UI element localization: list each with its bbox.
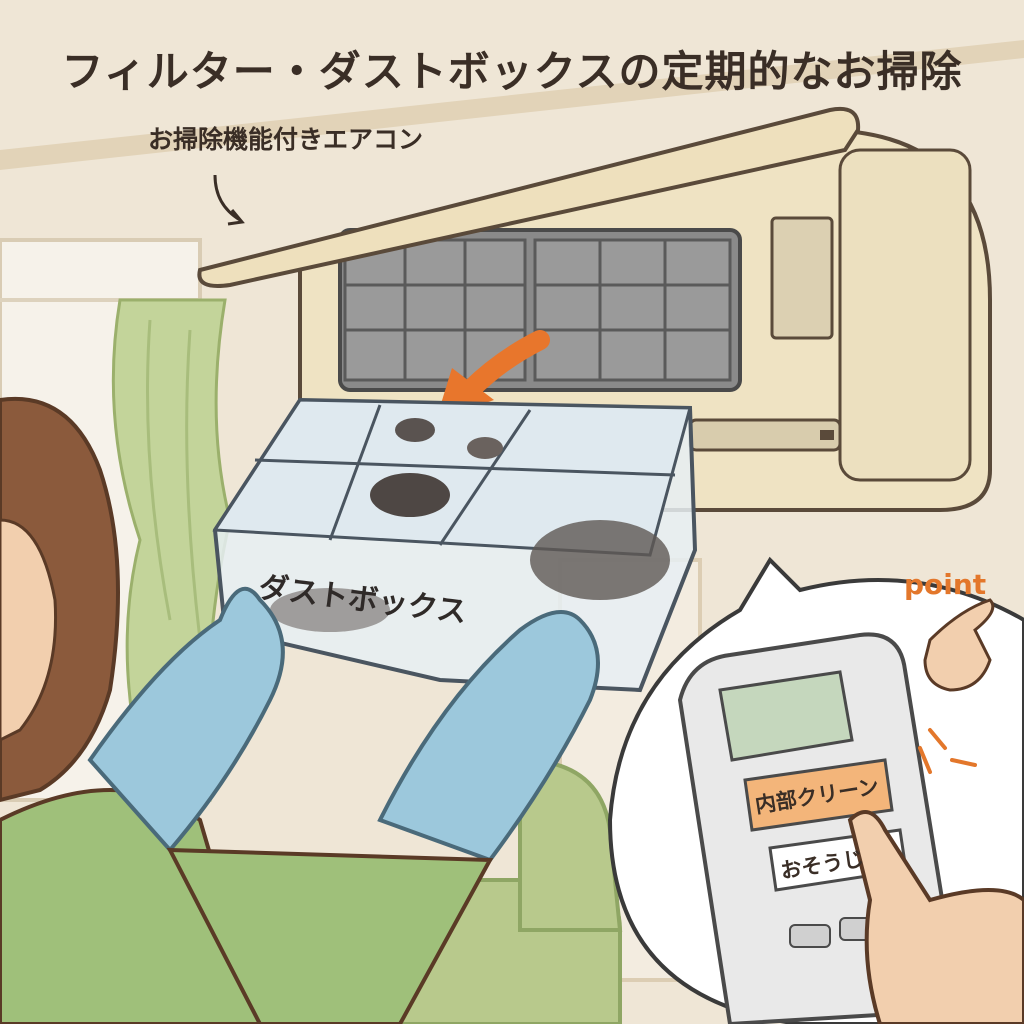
person xyxy=(0,396,263,1024)
pointing-hand-icon xyxy=(923,598,995,692)
ac-label: お掃除機能付きエアコン xyxy=(148,125,424,154)
remote-screen xyxy=(718,670,854,762)
gloves xyxy=(87,586,600,1024)
page-title: フィルター・ダストボックスの定期的なお掃除 xyxy=(61,47,963,96)
point-label: point xyxy=(904,568,987,601)
filter-grill xyxy=(338,228,742,392)
ac-front-lid xyxy=(197,107,861,288)
ceiling-molding xyxy=(0,40,1024,170)
callout-arrow-icon xyxy=(213,174,241,222)
remote-button-inner-clean xyxy=(743,758,894,832)
hand xyxy=(847,810,1024,1024)
